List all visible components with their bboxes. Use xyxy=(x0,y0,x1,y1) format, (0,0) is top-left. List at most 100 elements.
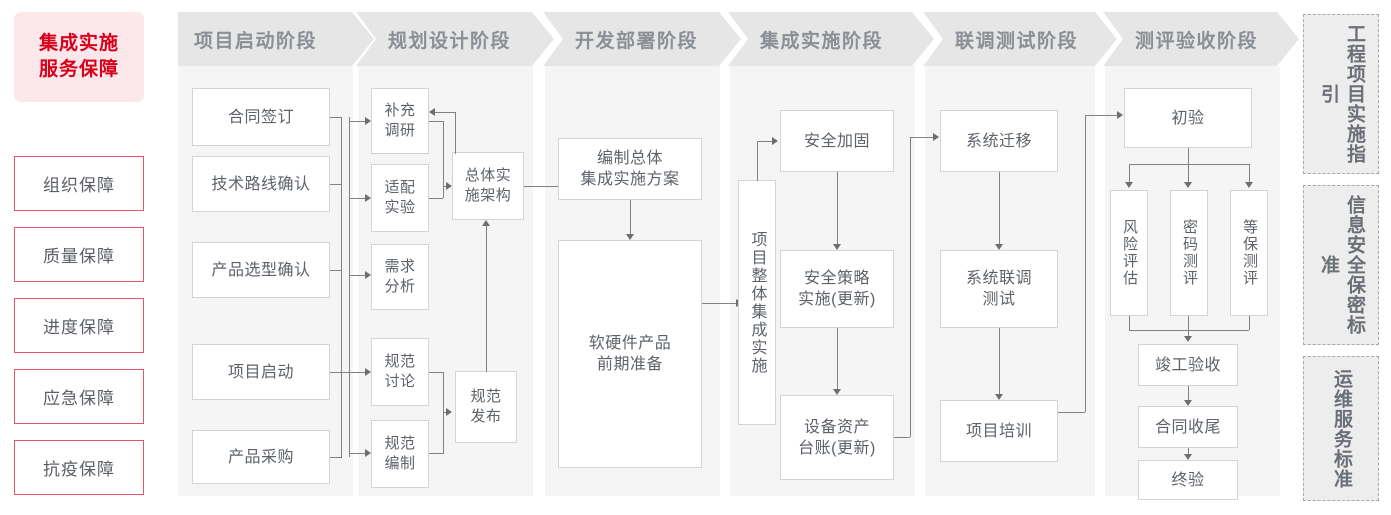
phase-header-5[interactable]: 联调测试阶段 xyxy=(923,12,1117,66)
connector-training-up xyxy=(1085,115,1086,412)
connector-spec-merge xyxy=(443,372,444,454)
connector-phase1-contract-out xyxy=(330,117,342,118)
node-label: 补充 调研 xyxy=(384,102,416,139)
arrow-merge-to-arch xyxy=(446,182,452,190)
rail-item-epidemic[interactable]: 抗疫保障 xyxy=(14,440,144,495)
phase-header-3[interactable]: 开发部署阶段 xyxy=(543,12,741,66)
node-label: 设备资产 台账(更新) xyxy=(798,418,876,457)
connector-fan-mlps xyxy=(1249,164,1250,182)
rail-item-emergency[interactable]: 应急保障 xyxy=(14,369,144,424)
connector-training-out xyxy=(1058,412,1085,413)
node-spec-discussion[interactable]: 规范 讨论 xyxy=(371,338,429,406)
node-overall-integration-implementation[interactable]: 项目整体集成实施 xyxy=(738,180,776,425)
node-contract-signing[interactable]: 合同签订 xyxy=(192,88,330,146)
connector-bus-to-req xyxy=(349,275,365,276)
connector-fan-crypto xyxy=(1188,164,1189,182)
node-mlps-evaluation[interactable]: 等保测评 xyxy=(1230,190,1268,316)
node-project-kickoff[interactable]: 项目启动 xyxy=(192,344,330,400)
standard-label: 工程项目实施指引 xyxy=(1318,24,1365,164)
connector-test-to-training xyxy=(999,328,1000,394)
node-spec-release[interactable]: 规范 发布 xyxy=(455,371,517,443)
node-equipment-asset-ledger[interactable]: 设备资产 台账(更新) xyxy=(780,395,894,480)
arrow-asset-to-migrate xyxy=(933,133,939,141)
connector-migrate-to-test xyxy=(999,172,1000,244)
rail-item-schedule[interactable]: 进度保障 xyxy=(14,298,144,353)
node-project-training[interactable]: 项目培训 xyxy=(940,400,1058,462)
arrow-training-to-firstacc xyxy=(1117,111,1123,119)
connector-bus-to-specwrite xyxy=(349,453,365,454)
connector-specwrite-out xyxy=(429,453,443,454)
connector-plan-to-prep xyxy=(630,200,631,234)
arrow-overall-to-hardening xyxy=(772,137,778,145)
connector-adapt-out xyxy=(429,198,443,199)
node-system-migration[interactable]: 系统迁移 xyxy=(940,110,1058,172)
node-security-policy-implementation[interactable]: 安全策略 实施(更新) xyxy=(780,250,894,328)
node-label: 总体实 施架构 xyxy=(464,167,512,204)
connector-merge-to-completion xyxy=(1188,316,1189,336)
arrow-bus-to-survey xyxy=(365,117,371,125)
arrow-hardening-to-policy xyxy=(833,244,841,250)
node-completion-acceptance[interactable]: 竣工验收 xyxy=(1138,344,1238,386)
node-crypto-evaluation[interactable]: 密码测评 xyxy=(1170,190,1208,316)
connector-bus-to-specdisc xyxy=(349,372,365,373)
standard-ops-service[interactable]: 运维服务标准 xyxy=(1303,356,1379,501)
node-label: 系统联调 测试 xyxy=(965,270,1032,308)
node-supplementary-survey[interactable]: 补充 调研 xyxy=(371,88,429,154)
phase-header-1[interactable]: 项目启动阶段 xyxy=(178,12,374,66)
node-final-acceptance[interactable]: 终验 xyxy=(1138,460,1238,500)
node-draft-overall-plan[interactable]: 编制总体 集成实施方案 xyxy=(558,138,702,200)
standard-infosec-confidentiality[interactable]: 信息安全保密标准 xyxy=(1303,185,1379,345)
node-label: 风险评估 xyxy=(1121,219,1138,287)
phase-header-6[interactable]: 测评验收阶段 xyxy=(1103,12,1299,66)
arrow-bus-to-specdisc xyxy=(365,368,371,376)
rail-item-org[interactable]: 组织保障 xyxy=(14,156,144,211)
standard-label: 运维服务标准 xyxy=(1331,368,1352,489)
rail-item-quality[interactable]: 质量保障 xyxy=(14,227,144,282)
connector-arch-to-plan xyxy=(524,186,560,187)
node-risk-assessment[interactable]: 风险评估 xyxy=(1110,190,1148,316)
node-tech-route-confirm[interactable]: 技术路线确认 xyxy=(192,156,330,212)
arrow-bus-to-specwrite xyxy=(365,449,371,457)
connector-asset-up xyxy=(910,137,911,437)
node-label: 编制总体 集成实施方案 xyxy=(580,150,680,188)
phase-header-4[interactable]: 集成实施阶段 xyxy=(728,12,934,66)
node-label: 适配 实验 xyxy=(384,179,416,216)
arrow-fan-to-risk xyxy=(1125,182,1133,188)
node-contract-closeout[interactable]: 合同收尾 xyxy=(1138,406,1238,448)
connector-arch-back-v xyxy=(455,112,456,154)
arrow-bus-to-req xyxy=(365,271,371,279)
connector-mlps-down xyxy=(1249,316,1250,330)
standard-engineering-guideline[interactable]: 工程项目实施指引 xyxy=(1303,14,1379,174)
node-requirement-analysis[interactable]: 需求 分析 xyxy=(371,244,429,310)
connector-eval-merge xyxy=(1129,330,1249,331)
node-label: 密码测评 xyxy=(1181,219,1198,287)
connector-kickoff-to-bus xyxy=(330,372,349,373)
connector-overall-up xyxy=(757,141,758,181)
connector-hardening-to-policy xyxy=(837,172,838,244)
arrow-completion-to-closeout xyxy=(1184,400,1192,406)
connector-asset-out xyxy=(894,437,910,438)
connector-fan-risk xyxy=(1129,164,1130,182)
node-spec-drafting[interactable]: 规范 编制 xyxy=(371,420,429,488)
phase-header-2[interactable]: 规划设计阶段 xyxy=(356,12,554,66)
node-label: 软硬件产品 前期准备 xyxy=(588,335,672,373)
connector-survey-adapt-merge xyxy=(443,121,444,198)
connector-phase1-prodsel-out xyxy=(330,270,342,271)
node-system-joint-debug-test[interactable]: 系统联调 测试 xyxy=(940,250,1058,328)
arrow-fan-to-mlps xyxy=(1245,182,1253,188)
node-label: 等保测评 xyxy=(1241,219,1258,287)
connector-bus-to-survey xyxy=(349,121,365,122)
node-security-hardening[interactable]: 安全加固 xyxy=(780,110,894,172)
node-product-selection-confirm[interactable]: 产品选型确认 xyxy=(192,242,330,298)
node-preliminary-acceptance[interactable]: 初验 xyxy=(1124,88,1252,148)
node-product-purchase[interactable]: 产品采购 xyxy=(192,430,330,484)
node-overall-implementation-architecture[interactable]: 总体实 施架构 xyxy=(452,152,524,220)
connector-risk-down xyxy=(1129,316,1130,330)
node-label: 规范 编制 xyxy=(384,435,416,472)
arrow-release-to-arch xyxy=(482,220,490,226)
node-label: 项目整体集成实施 xyxy=(748,230,766,375)
arrow-merge-to-completion xyxy=(1184,336,1192,342)
connector-phase1-purchase-out xyxy=(330,457,342,458)
node-adaptation-experiment[interactable]: 适配 实验 xyxy=(371,164,429,232)
node-hw-sw-preparation[interactable]: 软硬件产品 前期准备 xyxy=(558,240,702,468)
